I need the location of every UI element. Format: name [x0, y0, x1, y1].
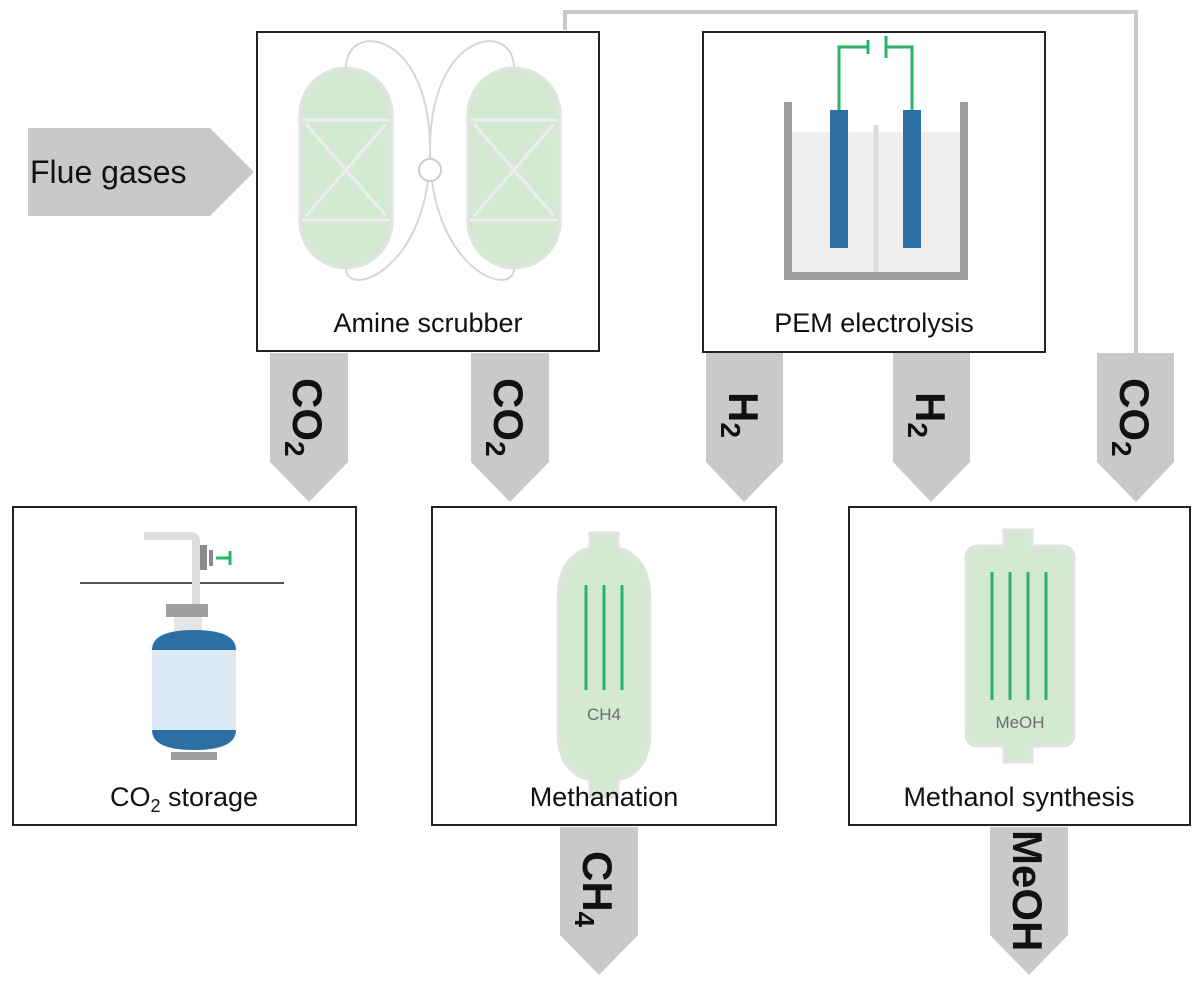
stream-arrow-3-shape: [706, 353, 783, 502]
flue-gases-label: Flue gases: [30, 154, 187, 190]
stream-arrow-5-sub: 2: [1106, 441, 1137, 457]
scrubber-column-left: [298, 66, 394, 270]
methanol-synthesis-label: Methanol synthesis: [903, 782, 1134, 812]
product-arrow-ch4: CH4: [560, 827, 638, 975]
product-arrow-ch4-shape: [560, 827, 638, 975]
stream-arrow-5: CO2: [1097, 353, 1174, 502]
product-arrow-meoh-label: MeOH: [1004, 830, 1051, 951]
co2-recycle-line: [563, 10, 1138, 355]
stream-arrow-2-main: CO: [485, 378, 532, 441]
stream-arrow-1: CO2: [270, 353, 348, 502]
amine-scrubber-label: Amine scrubber: [333, 308, 522, 338]
stream-arrow-2-label: CO2: [480, 378, 532, 457]
product-arrow-meoh-main: MeOH: [1004, 830, 1051, 951]
stream-arrow-4-sub: 2: [902, 422, 933, 438]
stream-arrow-1-sub: 2: [279, 441, 310, 457]
product-arrow-ch4-label: CH4: [569, 851, 621, 928]
stream-arrow-3-label: H2: [715, 392, 767, 438]
product-arrow-ch4-sub: 4: [569, 912, 600, 928]
stream-arrow-1-main: CO: [284, 378, 331, 441]
methanation-reactor-label: CH4: [587, 705, 621, 724]
co2-storage-label-main: CO: [110, 782, 151, 812]
co2-storage-label-sub: 2: [150, 796, 160, 816]
pem-electrolysis-unit: PEM electrolysis: [702, 31, 1046, 353]
electrolyser-vessel: [784, 102, 968, 280]
storage-valve-icon: [200, 545, 232, 570]
storage-injection-pipe: [144, 532, 200, 604]
co2-storage-label-rest: storage: [160, 782, 258, 812]
flue-gases-arrow: Flue gases: [28, 128, 254, 216]
methanation-label: Methanation: [530, 782, 679, 812]
product-arrow-ch4-main: CH: [574, 851, 621, 912]
methanation-unit: CH4 Methanation: [431, 506, 777, 826]
stream-arrow-5-label: CO2: [1106, 378, 1158, 457]
pem-electrolysis-label: PEM electrolysis: [774, 308, 974, 338]
methanol-synthesis-unit: MeOH Methanol synthesis: [848, 506, 1191, 826]
stream-arrow-2: CO2: [471, 353, 549, 502]
amine-scrubber-unit: Amine scrubber: [256, 31, 600, 352]
scrubber-pump-icon: [418, 158, 442, 182]
anode-electrode: [830, 110, 848, 248]
flue-gases-arrow-shape: [28, 128, 254, 216]
co2-storage-unit: CO2 storage: [12, 506, 357, 826]
methanation-tubes: [584, 585, 624, 690]
stream-arrow-2-shape: [471, 353, 549, 502]
tank-wellhead: [166, 604, 208, 617]
stream-arrow-2-sub: 2: [480, 441, 511, 457]
stream-arrow-1-shape: [270, 353, 348, 502]
stream-arrow-5-shape: [1097, 353, 1174, 502]
stream-arrow-3-main: H: [720, 392, 767, 422]
product-arrow-meoh: MeOH: [990, 827, 1068, 975]
stream-arrow-4-shape: [893, 353, 970, 502]
methanol-tubes: [990, 572, 1048, 700]
stream-arrow-1-label: CO2: [279, 378, 331, 457]
stream-arrow-3-sub: 2: [715, 422, 746, 438]
stream-arrow-5-main: CO: [1111, 378, 1158, 441]
scrubber-column-right: [466, 66, 562, 270]
scrubber-pipes: [345, 40, 515, 281]
stream-arrow-4-label: H2: [902, 392, 954, 438]
cathode-electrode: [903, 110, 921, 248]
power-supply-icon: [837, 36, 914, 110]
tank-neck: [174, 617, 202, 631]
stream-arrow-3: H2: [706, 353, 783, 502]
co2-storage-label: CO2 storage: [110, 782, 258, 816]
product-arrow-meoh-shape: [990, 827, 1068, 975]
stream-arrow-4: H2: [893, 353, 970, 502]
stream-arrow-4-main: H: [907, 392, 954, 422]
tank-base: [171, 752, 217, 760]
methanol-reactor-label: MeOH: [995, 713, 1044, 732]
co2-storage-tank-icon: [152, 630, 236, 750]
